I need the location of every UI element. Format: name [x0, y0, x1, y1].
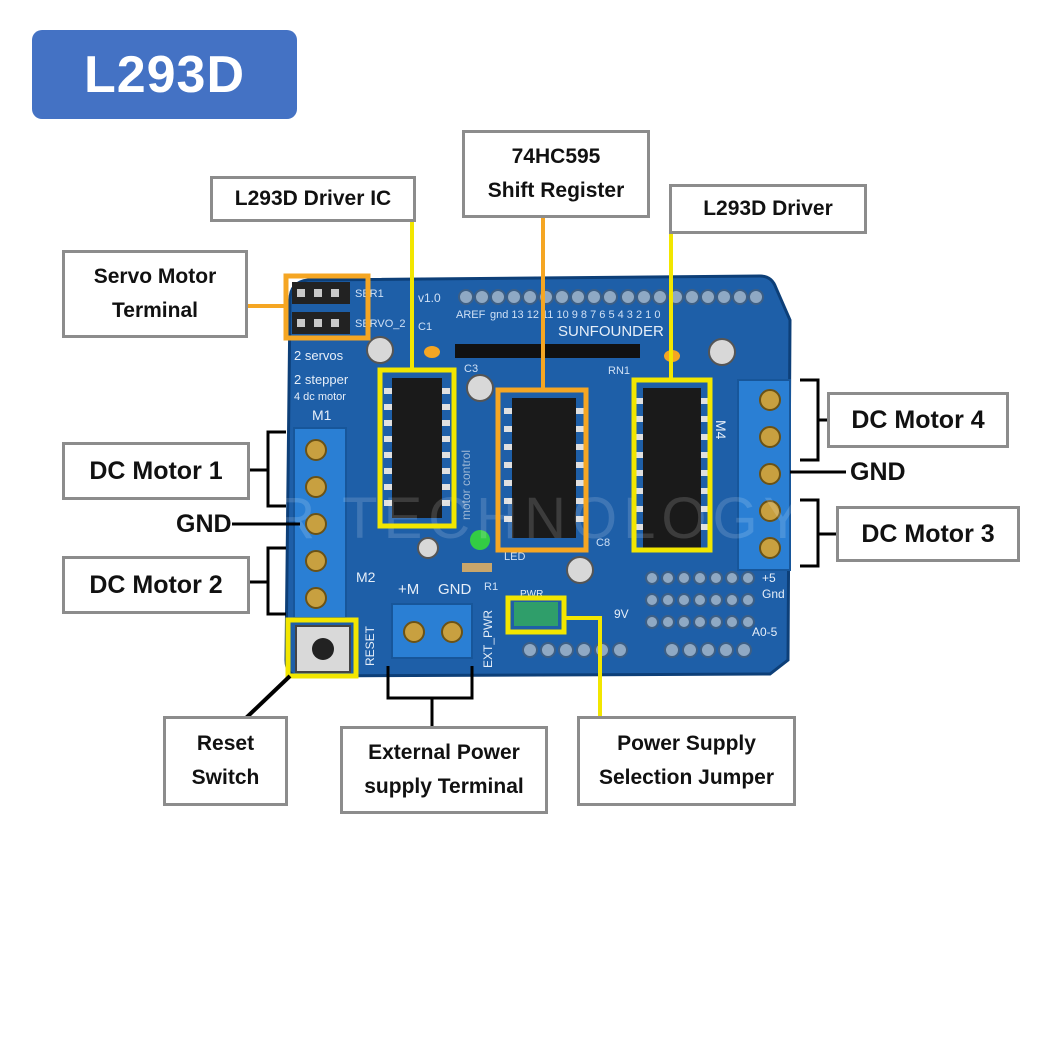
digital-header-pins: [458, 289, 764, 305]
servo-terminal-label-line1: Servo Motor: [93, 265, 217, 289]
ext-power-terminal: [391, 603, 473, 659]
ext-power-label-line1: External Power: [368, 741, 520, 765]
dc-motor-4-label: DC Motor 4: [827, 392, 1009, 448]
shift-register-label-line1: 74HC595: [511, 145, 601, 169]
driver-ic-label: L293D Driver IC: [210, 176, 416, 222]
brand-silk: SUNFOUNDER: [558, 323, 664, 340]
reset-highlight: [285, 617, 359, 679]
r1-silk: R1: [484, 581, 498, 593]
version-silk: v1.0: [418, 291, 441, 305]
gnd-left-label: GND: [176, 510, 232, 538]
power-jumper-label-line2: Selection Jumper: [598, 766, 775, 789]
aref-silk: AREF: [456, 309, 486, 321]
motor-control-silk: motor control: [459, 450, 473, 520]
ext-gnd-silk: GND: [438, 581, 472, 598]
dc-silk: 4 dc motor: [294, 391, 346, 403]
capacitors: [366, 336, 736, 584]
stepper-silk: 2 stepper: [294, 372, 349, 387]
reset-switch-label: Reset Switch: [163, 716, 288, 806]
small-caps: [424, 346, 680, 362]
dc-motor-4-label-text: DC Motor 4: [851, 406, 985, 434]
servo-header-pins: [292, 282, 350, 334]
a0-silk: A0-5: [752, 625, 778, 639]
gnd-silk: Gnd: [762, 587, 785, 601]
highlight-boxes: [283, 273, 713, 679]
power-jumper-label-line1: Power Supply: [617, 732, 756, 756]
motor-terminal-right: [737, 379, 791, 571]
gnd-right-label: GND: [850, 458, 906, 486]
dc-motor-2-label-text: DC Motor 2: [89, 571, 223, 599]
jumper-highlight: [505, 595, 567, 635]
dc-motor-2-label: DC Motor 2: [62, 556, 250, 614]
led-silk: LED: [504, 551, 525, 563]
power-jumper-label: Power Supply Selection Jumper: [577, 716, 796, 806]
ext-power-label-line2: supply Terminal: [364, 775, 524, 798]
servo2-silk: SERVO_2: [355, 318, 406, 330]
servo-terminal-label-line2: Terminal: [112, 299, 198, 322]
shift-register-label: 74HC595 Shift Register: [462, 130, 650, 218]
ext-pwr-silk: EXT_PWR: [481, 610, 495, 668]
plus5-silk: +5: [762, 571, 776, 585]
servo-terminal-label: Servo Motor Terminal: [62, 250, 248, 338]
power-jumper: [514, 602, 558, 626]
analog-header-pins: [522, 571, 755, 658]
c8-silk: C8: [596, 537, 610, 549]
ext-pm-silk: +M: [398, 581, 419, 598]
power-led: [470, 530, 490, 550]
pwr-silk: PWR: [520, 589, 543, 600]
9v-silk: 9V: [614, 607, 629, 621]
ic-chips: [384, 378, 709, 548]
c1-silk: C1: [418, 321, 432, 333]
rn1-silk: RN1: [608, 365, 630, 377]
resistor-r1: [462, 563, 492, 572]
m1-silk: M1: [312, 407, 332, 423]
c3-silk: C3: [464, 363, 478, 375]
reset-switch-label-line1: Reset: [196, 732, 255, 756]
dc-motor-1-label: DC Motor 1: [62, 442, 250, 500]
servos-silk: 2 servos: [294, 348, 344, 363]
leader-lines: [232, 216, 846, 726]
title-badge: L293D: [32, 30, 297, 119]
reset-button: [295, 625, 351, 673]
dc-motor-1-label-text: DC Motor 1: [89, 457, 223, 485]
driver-label: L293D Driver: [669, 184, 867, 234]
driver-ic-highlight: [377, 367, 457, 529]
reset-switch-label-line2: Switch: [191, 766, 260, 789]
m2-silk: M2: [356, 569, 376, 585]
reset-silk: RESET: [363, 625, 377, 666]
dc-motor-3-label: DC Motor 3: [836, 506, 1020, 562]
driver-label-text: L293D Driver: [703, 197, 833, 221]
driver-ic-label-text: L293D Driver IC: [234, 187, 392, 211]
rn1-resistor-network: [455, 344, 640, 358]
shift-register-label-line2: Shift Register: [487, 179, 625, 202]
digital-pins-silk: gnd 13 12 11 10 9 8 7 6 5 4 3 2 1 0: [490, 309, 660, 321]
m4-silk: M4: [713, 420, 729, 440]
ext-power-label: External Power supply Terminal: [340, 726, 548, 814]
dc-motor-3-label-text: DC Motor 3: [861, 520, 995, 548]
